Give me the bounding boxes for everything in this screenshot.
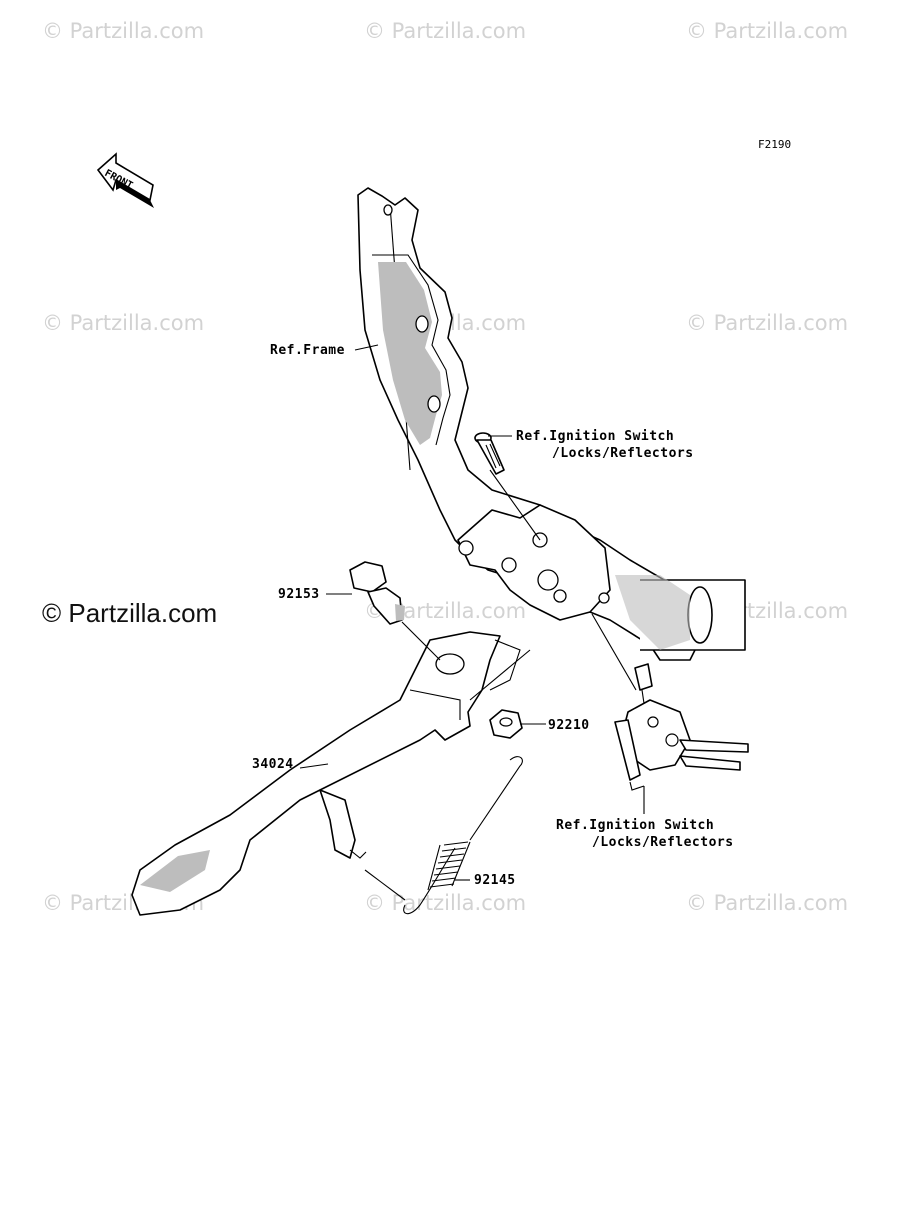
side-stand-part: [131, 631, 521, 916]
watermark: © Partzilla.com: [686, 311, 848, 335]
label-ignition-bottom-1: Ref.Ignition Switch: [556, 818, 714, 833]
watermark: © Partzilla.com: [686, 19, 848, 43]
label-spring-92145: 92145: [474, 873, 516, 888]
brand-logo: © Partzilla.com: [42, 598, 217, 628]
ignition-switch-part: [614, 663, 749, 791]
nut-92210-part: [489, 709, 523, 739]
front-arrow-icon: FRONT: [96, 152, 154, 208]
watermark: © Partzilla.com: [42, 19, 204, 43]
label-stand-34024: 34024: [252, 757, 294, 772]
label-nut-92210: 92210: [548, 718, 590, 733]
bolt-92153-part: [349, 561, 405, 625]
label-ref-frame: Ref.Frame: [270, 343, 345, 358]
watermark: © Partzilla.com: [364, 891, 526, 915]
leader-lines: [299, 344, 645, 901]
watermark: © Partzilla.com: [42, 311, 204, 335]
diagram-code: F2190: [758, 138, 791, 151]
label-ignition-top-2: /Locks/Reflectors: [552, 446, 694, 461]
bolt-small-part: [474, 432, 505, 475]
label-ignition-bottom-2: /Locks/Reflectors: [592, 835, 734, 850]
label-ignition-top-1: Ref.Ignition Switch: [516, 429, 674, 444]
watermark: © Partzilla.com: [686, 891, 848, 915]
frame-part: [357, 187, 746, 661]
label-bolt-92153: 92153: [278, 587, 320, 602]
watermark: © Partzilla.com: [364, 19, 526, 43]
spring-92145-part: [403, 756, 523, 915]
